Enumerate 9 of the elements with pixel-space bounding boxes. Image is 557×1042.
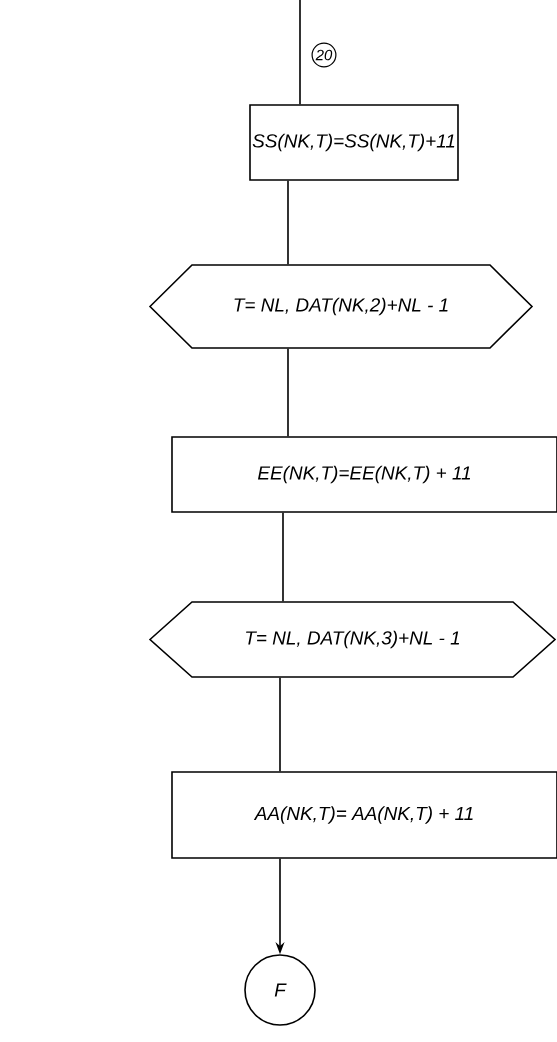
process-box: AA(NK,T)= AA(NK,T) + 11 bbox=[171, 771, 557, 859]
connector-line bbox=[299, 0, 301, 105]
connector-line bbox=[287, 180, 289, 265]
process-box: SS(NK,T)=SS(NK,T)+11 bbox=[249, 104, 459, 181]
circled-label: 20 bbox=[311, 42, 337, 68]
connector-line bbox=[287, 348, 289, 437]
process-box: EE(NK,T)=EE(NK,T) + 11 bbox=[171, 436, 557, 513]
connector-line bbox=[282, 512, 284, 602]
connector-line bbox=[279, 677, 281, 772]
